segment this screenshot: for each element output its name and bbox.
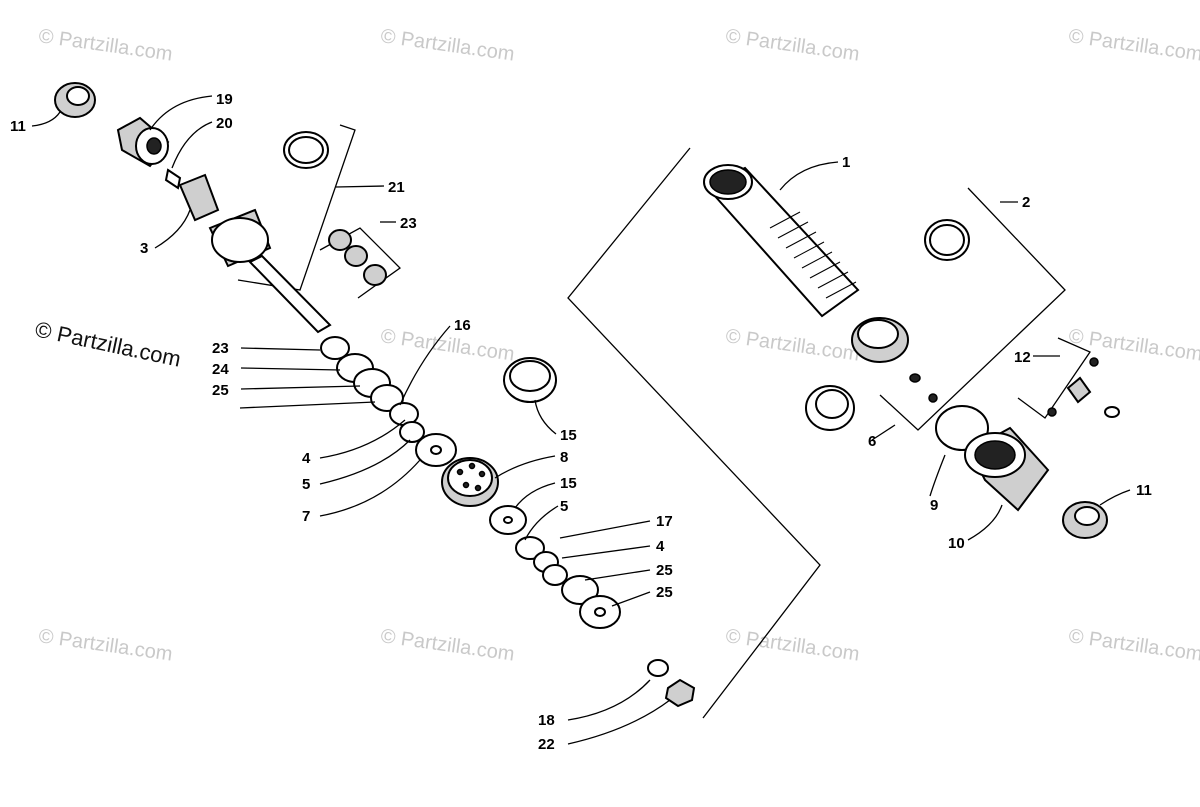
leader-lines	[31, 95, 1131, 745]
watermark: © Partzilla.com	[37, 625, 174, 666]
watermark: © Partzilla.com	[379, 25, 516, 66]
callout-19: 21	[388, 179, 405, 196]
callout-3: 3	[140, 240, 148, 257]
callout-labels: 11 19 20 21 3 23 23 24 25 16 4 5 7 15 8 …	[10, 91, 1152, 753]
callout-8: 8	[560, 449, 568, 466]
callout-25: 25	[656, 562, 673, 579]
callout-21: 23	[400, 215, 417, 232]
watermark: © Partzilla.com	[1067, 625, 1200, 666]
callout-15: 17	[656, 513, 673, 530]
watermark: © Partzilla.com	[1067, 325, 1200, 366]
callout-24: 25	[212, 382, 229, 399]
piston-ring	[503, 357, 557, 403]
callout-20: 22	[538, 736, 555, 753]
callout-9: 9	[930, 497, 938, 514]
watermark: © Partzilla.com	[37, 25, 174, 66]
callout-15: 16	[454, 317, 471, 334]
callout-2: 2	[1022, 194, 1030, 211]
callout-12: 12	[1014, 349, 1031, 366]
rod-eye	[116, 116, 170, 168]
washer-stack-upper	[320, 336, 457, 467]
callout-7: 7	[302, 508, 310, 525]
watermark-dark: © Partzilla.com	[33, 316, 183, 371]
watermark: © Partzilla.com	[724, 25, 861, 66]
callout-13: 15	[560, 427, 577, 444]
callout-4: 4	[656, 538, 665, 555]
callout-4: 4	[302, 450, 311, 467]
callout-17: 19	[216, 91, 233, 108]
watermark: © Partzilla.com	[724, 325, 861, 366]
callout-11: 11	[10, 118, 26, 135]
callout-22: 23	[212, 340, 229, 357]
callout-6: 6	[868, 433, 876, 450]
watermark: © Partzilla.com	[379, 625, 516, 666]
watermark-layer: © Partzilla.com © Partzilla.com © Partzi…	[33, 25, 1200, 666]
callout-18: 20	[216, 115, 233, 132]
callout-16: 18	[538, 712, 555, 729]
callout-23: 24	[212, 361, 229, 378]
callout-14: 15	[560, 475, 577, 492]
callout-5: 5	[302, 476, 310, 493]
callout-23: 25	[656, 584, 673, 601]
callout-1: 1	[842, 154, 850, 171]
watermark: © Partzilla.com	[1067, 25, 1200, 66]
watermark: © Partzilla.com	[379, 325, 516, 366]
piston	[441, 457, 499, 507]
washer-stack-lower	[489, 505, 696, 708]
rod-end	[178, 173, 272, 268]
bushing-left	[54, 82, 96, 118]
callout-10: 10	[948, 535, 965, 552]
rod-assembly	[54, 82, 387, 334]
callout-11: 11	[1136, 482, 1152, 499]
watermark: © Partzilla.com	[724, 625, 861, 666]
shock-body	[703, 164, 1120, 539]
callout-5: 5	[560, 498, 568, 515]
